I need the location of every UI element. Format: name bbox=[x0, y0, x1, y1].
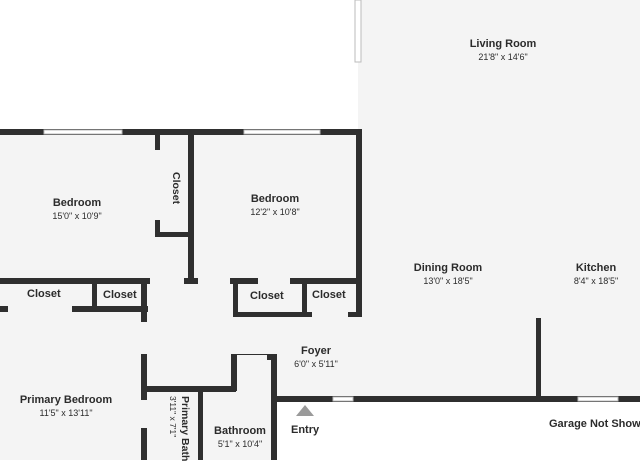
wall bbox=[92, 282, 97, 310]
window bbox=[332, 396, 354, 402]
wall bbox=[302, 282, 307, 316]
primary-bath-label: Primary Bath 3'11" x 7'1" bbox=[168, 396, 191, 461]
door-gap bbox=[237, 355, 267, 360]
room-dims: 21'8" x 14'6" bbox=[478, 51, 528, 62]
room-name: Bathroom bbox=[214, 425, 266, 437]
room-dims: 15'0" x 10'9" bbox=[52, 210, 102, 221]
closet-label-hall-small: Closet bbox=[103, 289, 137, 301]
door-gap bbox=[258, 278, 290, 284]
door-gap bbox=[155, 150, 160, 220]
door-gap bbox=[312, 312, 348, 317]
bathroom-label: Bathroom 5'1" x 10'4" bbox=[214, 425, 266, 450]
wall bbox=[141, 282, 147, 460]
wall bbox=[0, 129, 362, 135]
foyer-label: Foyer 6'0" x 5'11" bbox=[294, 345, 338, 370]
room-name: Primary Bath bbox=[179, 396, 191, 461]
wall bbox=[271, 396, 640, 402]
wall bbox=[233, 312, 362, 317]
window bbox=[354, 0, 362, 63]
wall bbox=[231, 355, 237, 391]
room-dims: 11'5" x 13'11" bbox=[39, 407, 93, 418]
closet-label-center-left: Closet bbox=[250, 290, 284, 302]
window bbox=[43, 129, 123, 135]
floor-bedroom-center bbox=[192, 130, 358, 280]
kitchen-label: Kitchen 8'4" x 18'5" bbox=[574, 262, 618, 287]
garage-label: Garage Not Shown bbox=[549, 418, 640, 430]
room-name: Kitchen bbox=[575, 262, 617, 274]
closet-label-bedroom: Closet bbox=[169, 172, 182, 204]
room-name: Dining Room bbox=[413, 262, 483, 274]
wall bbox=[271, 354, 277, 460]
bedroom-center-label: Bedroom 12'2" x 10'8" bbox=[250, 193, 299, 218]
door-gap bbox=[198, 278, 230, 284]
room-dims: 12'2" x 10'8" bbox=[250, 206, 300, 217]
dining-room-label: Dining Room 13'0" x 18'5" bbox=[414, 262, 482, 287]
wall bbox=[198, 390, 203, 460]
closet-name: Closet bbox=[170, 172, 182, 205]
wall bbox=[155, 232, 192, 237]
wall bbox=[0, 306, 148, 312]
door-gap bbox=[150, 278, 184, 284]
floor-primary-bedroom bbox=[0, 310, 146, 460]
closet-label-center-right: Closet bbox=[312, 289, 346, 301]
door-gap bbox=[8, 306, 72, 312]
room-dims: 5'1" x 10'4" bbox=[217, 438, 263, 449]
window bbox=[577, 396, 619, 402]
wall bbox=[146, 386, 236, 392]
room-name: Bedroom bbox=[52, 197, 102, 209]
door-gap bbox=[141, 322, 147, 354]
room-dims: 3'11" x 7'1" bbox=[168, 396, 179, 438]
floor-baths bbox=[146, 355, 276, 460]
wall bbox=[233, 282, 238, 316]
wall bbox=[536, 318, 541, 400]
entry-arrow-icon bbox=[296, 405, 314, 416]
room-dims: 8'4" x 18'5" bbox=[573, 275, 619, 286]
primary-bedroom-label: Primary Bedroom 11'5" x 13'11" bbox=[20, 394, 112, 419]
living-room-label: Living Room 21'8" x 14'6" bbox=[470, 38, 537, 63]
room-name: Foyer bbox=[301, 345, 331, 357]
room-name: Living Room bbox=[469, 38, 537, 50]
wall bbox=[188, 130, 194, 282]
room-name: Primary Bedroom bbox=[19, 394, 113, 406]
room-name: Bedroom bbox=[250, 193, 300, 205]
room-dims: 6'0" x 5'11" bbox=[294, 358, 338, 369]
door-gap bbox=[141, 400, 147, 428]
floor-living-dining-kitchen bbox=[358, 0, 640, 400]
entry-label: Entry bbox=[291, 424, 320, 436]
window bbox=[243, 129, 321, 135]
wall bbox=[356, 130, 362, 316]
windows bbox=[8, 0, 619, 428]
room-dims: 13'0" x 18'5" bbox=[423, 275, 473, 286]
closet-label-hall-left: Closet bbox=[27, 288, 61, 300]
bedroom-left-label: Bedroom 15'0" x 10'9" bbox=[52, 197, 101, 222]
